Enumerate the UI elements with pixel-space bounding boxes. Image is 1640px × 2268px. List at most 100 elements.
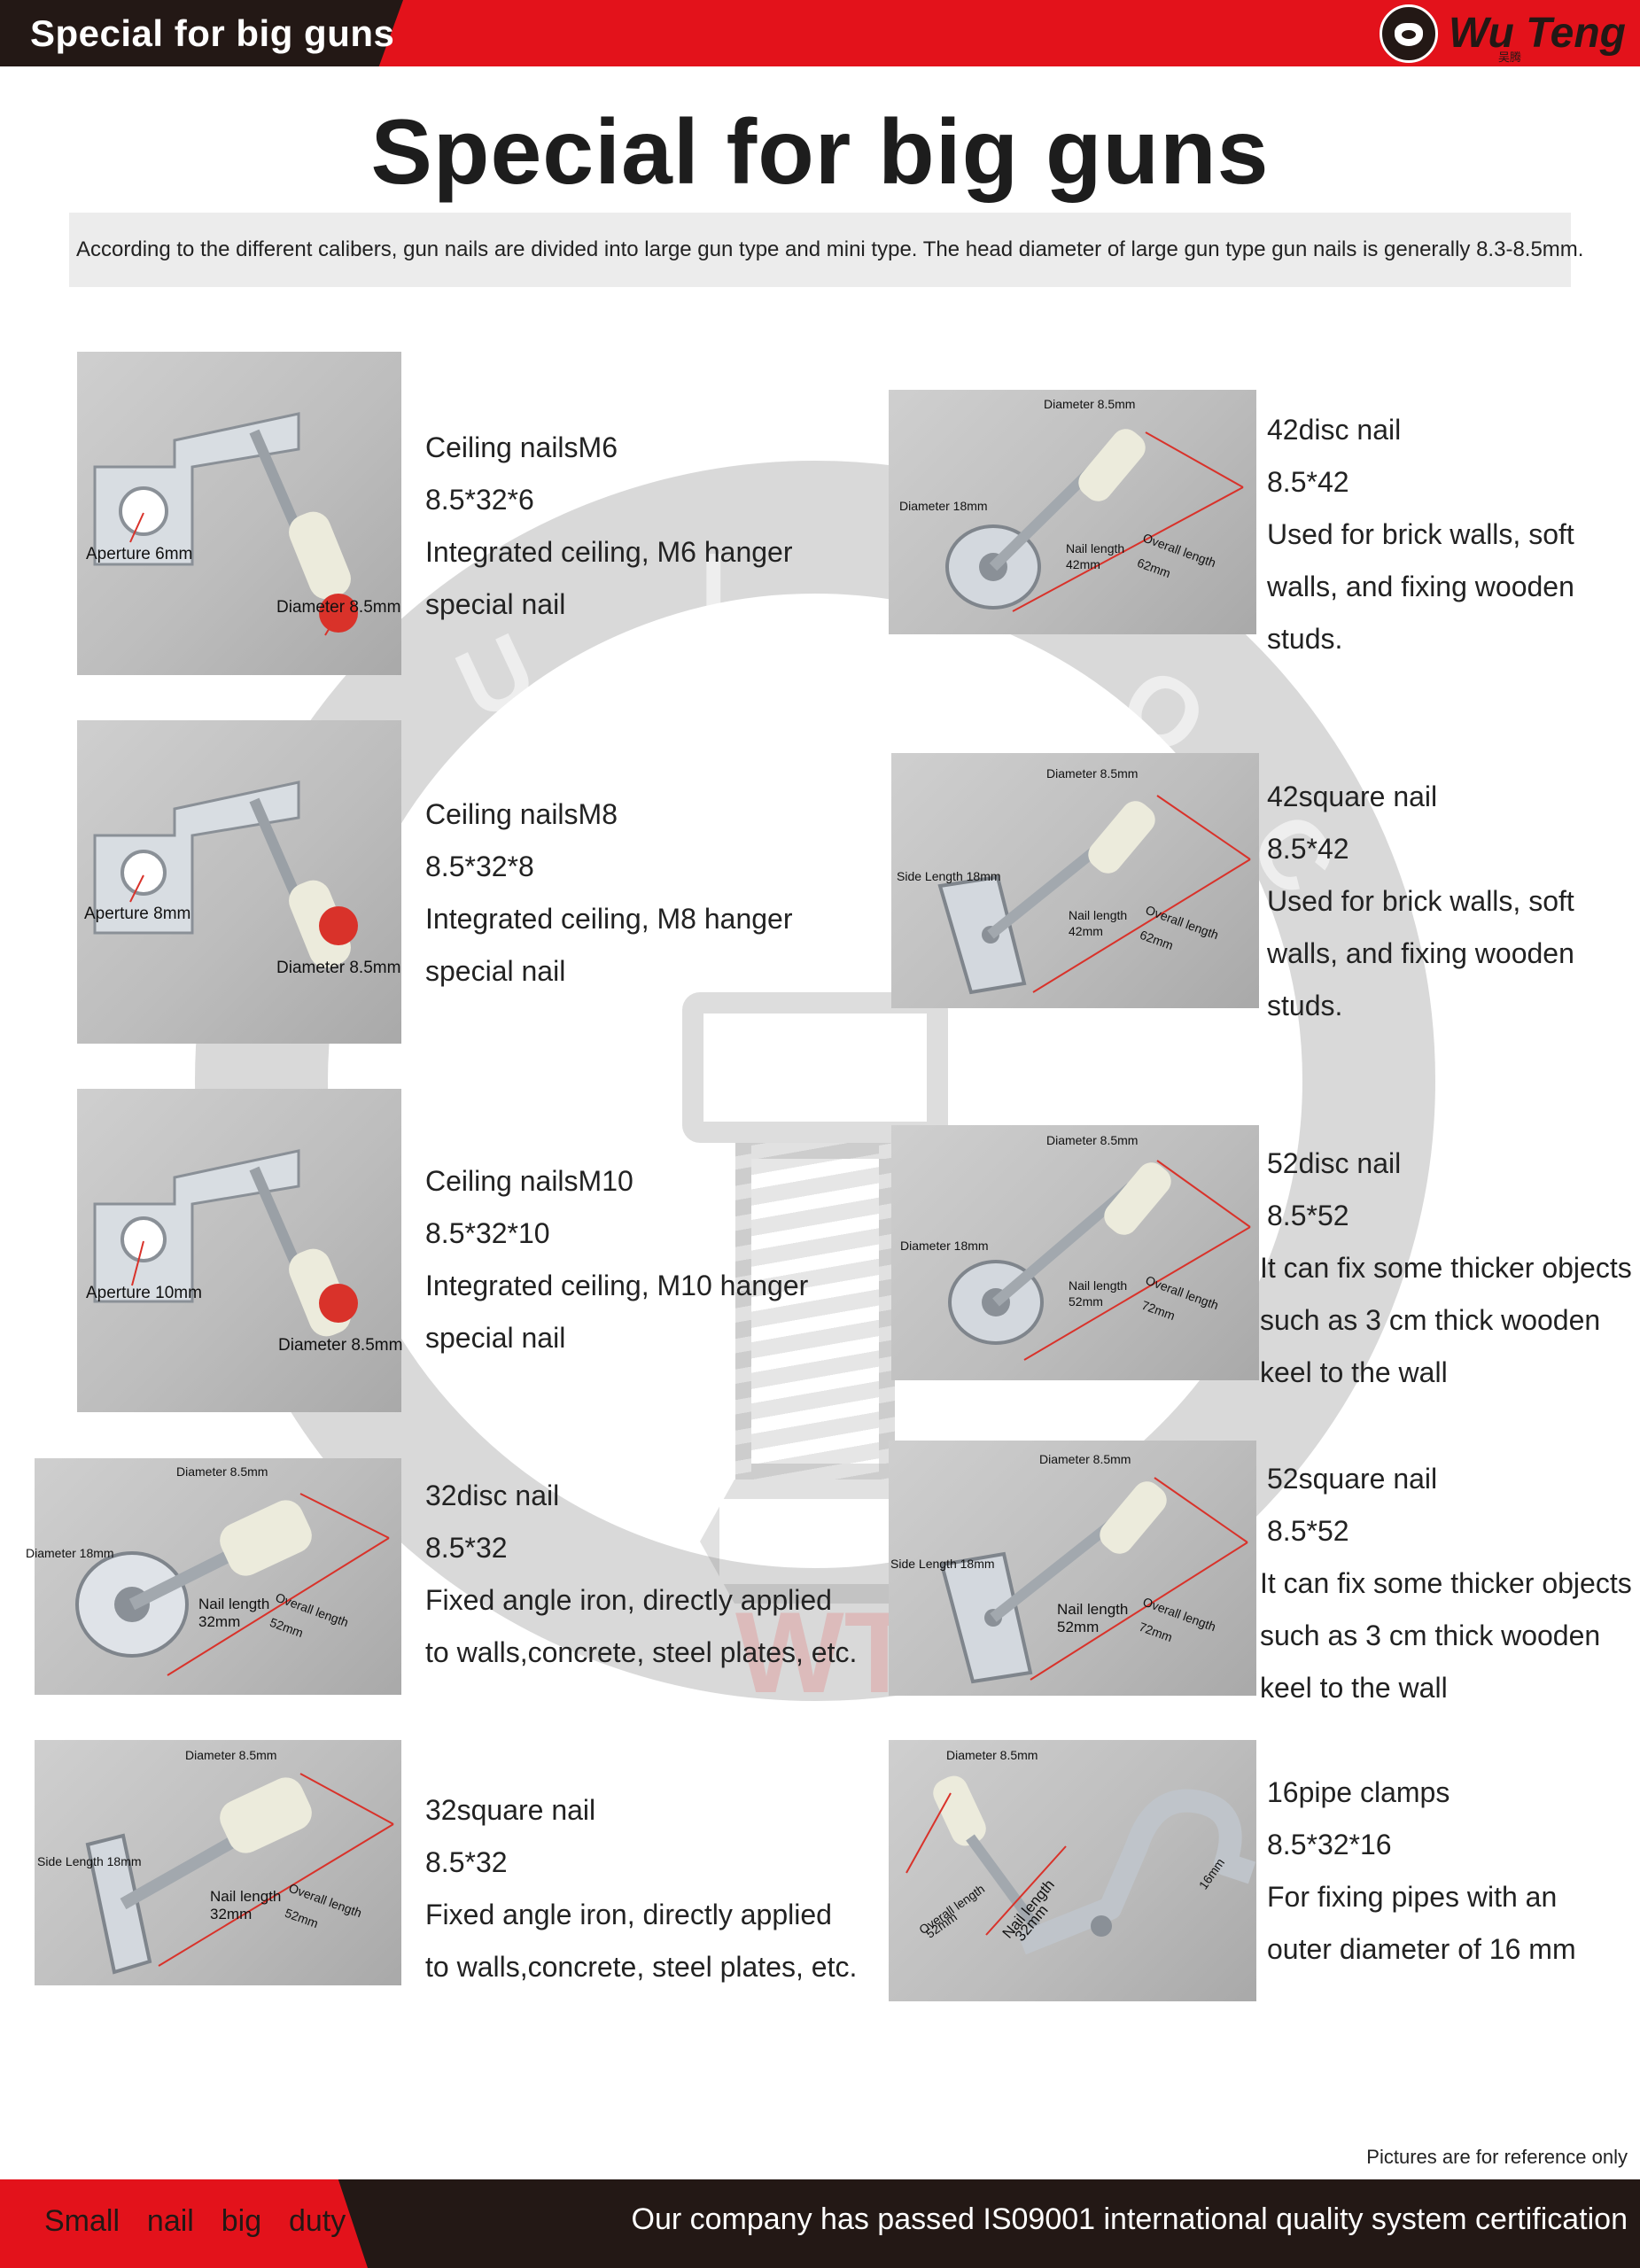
watermark-bolt-head xyxy=(682,992,948,1143)
footer-tab xyxy=(0,2179,368,2268)
product-use: such as 3 cm thick wooden xyxy=(1260,1619,1601,1651)
product-spec: 8.5*32*16 xyxy=(1267,1829,1392,1860)
product-use: It can fix some thicker objects xyxy=(1260,1567,1632,1599)
product-photo-52square: Diameter 8.5mm Side Length 18mm Nail len… xyxy=(889,1441,1256,1696)
product-name: Ceiling nailsM8 xyxy=(425,798,618,830)
annotation-label: Aperture 8mm xyxy=(84,905,191,923)
product-use: keel to the wall xyxy=(1260,1672,1448,1704)
product-name: 32disc nail xyxy=(425,1480,560,1511)
annotation-label: Nail length xyxy=(1069,908,1128,922)
product-name: 32square nail xyxy=(425,1794,596,1826)
product-photo-ceiling-m8: Aperture 8mm xyxy=(77,720,401,1044)
annotation-label: Side Length 18mm xyxy=(37,1854,142,1868)
product-use: It can fix some thicker objects xyxy=(1260,1252,1632,1284)
annotation-label: Diameter 8.5mm xyxy=(278,1336,403,1355)
product-use: such as 3 cm thick wooden xyxy=(1260,1304,1601,1336)
product-desc-ceiling-m8: Ceiling nailsM8 8.5*32*8 Integrated ceil… xyxy=(425,788,792,998)
annotation-label: Diameter 18mm xyxy=(26,1546,114,1560)
product-spec: 8.5*42 xyxy=(1267,466,1349,498)
product-use: Integrated ceiling, M6 hanger xyxy=(425,536,793,568)
product-photo-42disc: Diameter 8.5mm Diameter 18mm Nail length… xyxy=(889,390,1256,634)
product-name: 42disc nail xyxy=(1267,414,1402,446)
product-photo-42square: Diameter 8.5mm Side Length 18mm Nail len… xyxy=(891,753,1259,1008)
product-use: studs. xyxy=(1267,623,1343,655)
product-use: special nail xyxy=(425,588,566,620)
annotation-label: 52mm xyxy=(1057,1619,1100,1635)
annotation-label: Aperture 10mm xyxy=(86,1284,202,1302)
product-spec: 8.5*32 xyxy=(425,1532,508,1564)
annotation-label: Diameter 8.5mm xyxy=(185,1748,277,1762)
product-use: outer diameter of 16 mm xyxy=(1267,1933,1576,1965)
product-name: 16pipe clamps xyxy=(1267,1776,1450,1808)
product-spec: 8.5*32*6 xyxy=(425,484,534,516)
product-photo-32disc: Diameter 8.5mm Nail length 32mm Overall … xyxy=(35,1458,401,1695)
product-use: walls, and fixing wooden xyxy=(1267,937,1574,969)
product-name: Ceiling nailsM10 xyxy=(425,1165,633,1197)
product-desc-ceiling-m6: Ceiling nailsM6 8.5*32*6 Integrated ceil… xyxy=(425,422,792,631)
product-use: Fixed angle iron, directly applied xyxy=(425,1584,832,1616)
annotation-label: 32mm xyxy=(198,1613,241,1630)
footer-certification: Our company has passed IS09001 internati… xyxy=(631,2202,1628,2236)
annotation-label: Diameter 8.5mm xyxy=(176,1464,268,1479)
annotation-label: 32mm xyxy=(210,1906,253,1922)
product-use: to walls,concrete, steel plates, etc. xyxy=(425,1636,858,1668)
annotation-label: Side Length 18mm xyxy=(890,1557,995,1571)
annotation-label: Nail length xyxy=(1069,1278,1128,1293)
product-desc-ceiling-m10: Ceiling nailsM10 8.5*32*10 Integrated ce… xyxy=(425,1155,808,1364)
product-use: Used for brick walls, soft xyxy=(1267,885,1574,917)
product-use: to walls,concrete, steel plates, etc. xyxy=(425,1951,858,1983)
intro-text: According to the different calibers, gun… xyxy=(76,237,1584,261)
product-use: Integrated ceiling, M10 hanger xyxy=(425,1270,809,1301)
brand-subtitle: 吴腾 xyxy=(1497,50,1521,64)
brand: Wu Teng xyxy=(1380,4,1626,64)
product-spec: 8.5*32 xyxy=(425,1846,508,1878)
product-photo-16pipe-clamp: Diameter 8.5mm Overall length 52mm Nail … xyxy=(889,1740,1256,2001)
page-title: Special for big guns xyxy=(370,101,1270,204)
product-desc-52disc: 52disc nail 8.5*52 It can fix some thick… xyxy=(1260,1138,1632,1399)
product-photo-32square: Diameter 8.5mm Side Length 18mm Nail len… xyxy=(35,1740,401,1985)
product-name: 52square nail xyxy=(1267,1463,1438,1495)
product-spec: 8.5*42 xyxy=(1267,833,1349,865)
product-name: 52disc nail xyxy=(1267,1147,1402,1179)
watermark-bolt-shaft xyxy=(735,1143,895,1480)
product-desc-32disc: 32disc nail 8.5*32 Fixed angle iron, dir… xyxy=(425,1470,857,1679)
annotation-label: Nail length xyxy=(198,1596,270,1612)
annotation-label: Diameter 8.5mm xyxy=(1039,1452,1131,1466)
product-name: 42square nail xyxy=(1267,781,1438,812)
annotation-label: 42mm xyxy=(1066,557,1100,571)
annotation-label: Diameter 8.5mm xyxy=(1044,397,1136,411)
product-desc-42square: 42square nail 8.5*42 Used for brick wall… xyxy=(1267,771,1574,1032)
product-spec: 8.5*32*8 xyxy=(425,850,534,882)
product-desc-42disc: 42disc nail 8.5*42 Used for brick walls,… xyxy=(1267,404,1574,665)
brand-name: Wu Teng xyxy=(1449,10,1626,57)
annotation-label: Diameter 8.5mm xyxy=(276,598,401,617)
product-spec: 8.5*32*10 xyxy=(425,1217,550,1249)
product-use: Integrated ceiling, M8 hanger xyxy=(425,903,793,935)
annotation-label: Diameter 8.5mm xyxy=(1046,1133,1139,1147)
product-desc-52square: 52square nail 8.5*52 It can fix some thi… xyxy=(1260,1453,1632,1714)
annotation-label: Diameter 8.5mm xyxy=(1046,766,1139,781)
footer-slogan: Small nail big duty xyxy=(44,2204,346,2238)
annotation-label: 52mm xyxy=(1069,1294,1103,1309)
header-tab-label: Special for big guns xyxy=(30,12,395,54)
watermark-letter: L xyxy=(700,533,760,642)
product-photo-ceiling-m10: Aperture 10mm xyxy=(77,1089,401,1412)
product-use: special nail xyxy=(425,955,566,987)
annotation-label: Diameter 18mm xyxy=(899,499,988,513)
reference-note: Pictures are for reference only xyxy=(1366,2146,1628,2168)
product-spec: 8.5*52 xyxy=(1267,1515,1349,1547)
annotation-label: Aperture 6mm xyxy=(86,545,193,563)
annotation-label: Diameter 8.5mm xyxy=(276,959,401,977)
product-use: walls, and fixing wooden xyxy=(1267,571,1574,602)
bull-logo-icon xyxy=(1380,4,1439,63)
intro-box: According to the different calibers, gun… xyxy=(69,213,1584,287)
annotation-label: Side Length 18mm xyxy=(897,869,1001,883)
annotation-label: Nail length xyxy=(1066,541,1125,555)
product-photo-ceiling-m6: Aperture 6mm xyxy=(77,352,401,675)
product-spec: 8.5*52 xyxy=(1267,1200,1349,1231)
product-desc-16pipe-clamp: 16pipe clamps 8.5*32*16 For fixing pipes… xyxy=(1267,1767,1576,1976)
product-desc-32square: 32square nail 8.5*32 Fixed angle iron, d… xyxy=(425,1784,857,1993)
product-photo-52disc: Diameter 8.5mm Diameter 18mm Nail length… xyxy=(891,1125,1259,1380)
annotation-label: 42mm xyxy=(1069,924,1103,938)
annotation-label: Diameter 8.5mm xyxy=(946,1748,1038,1762)
